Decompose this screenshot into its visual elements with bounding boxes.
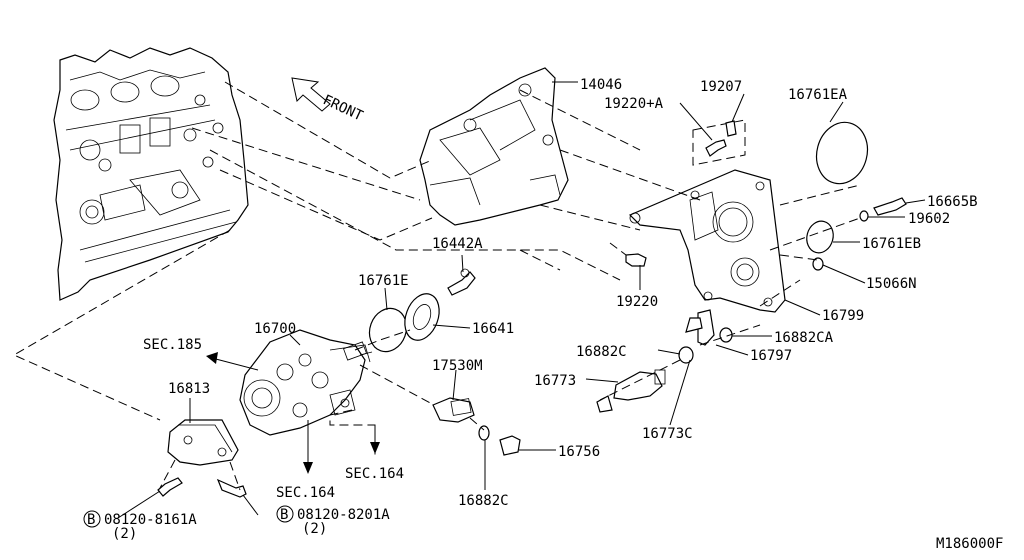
washer-16882CA bbox=[719, 327, 733, 343]
bolt-08120-8201A bbox=[216, 478, 247, 498]
label-bolt1-qty: (2) bbox=[112, 526, 137, 542]
bolt-16665B bbox=[873, 197, 907, 216]
clip-16773C bbox=[596, 395, 613, 413]
label-16641: 16641 bbox=[472, 321, 514, 337]
label-16773: 16773 bbox=[534, 373, 576, 389]
bracket-16813 bbox=[167, 419, 239, 466]
plate-16799 bbox=[628, 169, 786, 313]
bolt-08120-8161A bbox=[157, 477, 183, 497]
label-19602: 19602 bbox=[908, 211, 950, 227]
washer-19602 bbox=[859, 210, 869, 222]
label-19220: 19220 bbox=[616, 294, 658, 310]
label-15066N: 15066N bbox=[866, 276, 917, 292]
bracket-19207-set bbox=[692, 119, 746, 166]
b-symbol-2: B bbox=[280, 507, 288, 523]
label-16773C: 16773C bbox=[642, 426, 693, 442]
label-16756: 16756 bbox=[558, 444, 600, 460]
label-19207: 19207 bbox=[700, 79, 742, 95]
front-label: FRONT bbox=[320, 92, 365, 125]
label-sec164-b: SEC.164 bbox=[276, 485, 335, 501]
label-16761E: 16761E bbox=[358, 273, 409, 289]
bolt-16756 bbox=[499, 435, 521, 456]
label-14046: 14046 bbox=[580, 77, 622, 93]
leader-lines bbox=[117, 81, 926, 519]
label-16799: 16799 bbox=[822, 308, 864, 324]
label-sec164-a: SEC.164 bbox=[345, 466, 404, 482]
label-19220A: 19220+A bbox=[604, 96, 664, 112]
bracket-14046 bbox=[419, 67, 569, 226]
label-16700: 16700 bbox=[254, 321, 296, 337]
label-bolt2-qty: (2) bbox=[302, 521, 327, 537]
sensor-16773 bbox=[613, 369, 666, 401]
label-16761EA: 16761EA bbox=[788, 87, 848, 103]
fitting-16797 bbox=[685, 309, 715, 346]
b-symbol-1: B bbox=[87, 512, 95, 528]
b-symbol-circle-1 bbox=[83, 510, 101, 528]
bolt-19220 bbox=[625, 253, 647, 267]
injection-pump-16700 bbox=[239, 329, 373, 436]
front-arrow: FRONT bbox=[291, 77, 366, 125]
b-symbol-circle-2 bbox=[276, 505, 294, 523]
label-17530M: 17530M bbox=[432, 358, 483, 374]
gasket-16761EB bbox=[806, 220, 834, 254]
construction-lines bbox=[12, 81, 861, 491]
label-16882CA: 16882CA bbox=[774, 330, 834, 346]
label-16882C-upper: 16882C bbox=[576, 344, 627, 360]
oring-16882C-upper bbox=[678, 346, 694, 364]
sec-arrows bbox=[206, 352, 380, 474]
label-sec185: SEC.185 bbox=[143, 337, 202, 353]
label-16797: 16797 bbox=[750, 348, 792, 364]
label-bolt2-code: 08120-8201A bbox=[297, 507, 390, 523]
gasket-16761EA bbox=[815, 121, 869, 185]
bolt-16442A bbox=[447, 268, 476, 296]
gasket-16761E bbox=[368, 307, 408, 353]
engine-block bbox=[53, 47, 249, 301]
label-16882C-lower: 16882C bbox=[458, 493, 509, 509]
part-labels: 14046 19207 19220+A 16761EA 16665B 19602… bbox=[83, 77, 1003, 552]
label-16813: 16813 bbox=[168, 381, 210, 397]
label-bolt1-code: 08120-8161A bbox=[104, 512, 197, 528]
fitting-17530M bbox=[432, 397, 475, 423]
plug-15066N bbox=[812, 257, 824, 271]
diagram-id: M186000F bbox=[936, 536, 1003, 552]
label-16761EB: 16761EB bbox=[862, 236, 921, 252]
seal-16641 bbox=[404, 293, 440, 341]
label-16665B: 16665B bbox=[927, 194, 978, 210]
oring-16882C-lower bbox=[478, 425, 490, 441]
label-16442A: 16442A bbox=[432, 236, 483, 252]
